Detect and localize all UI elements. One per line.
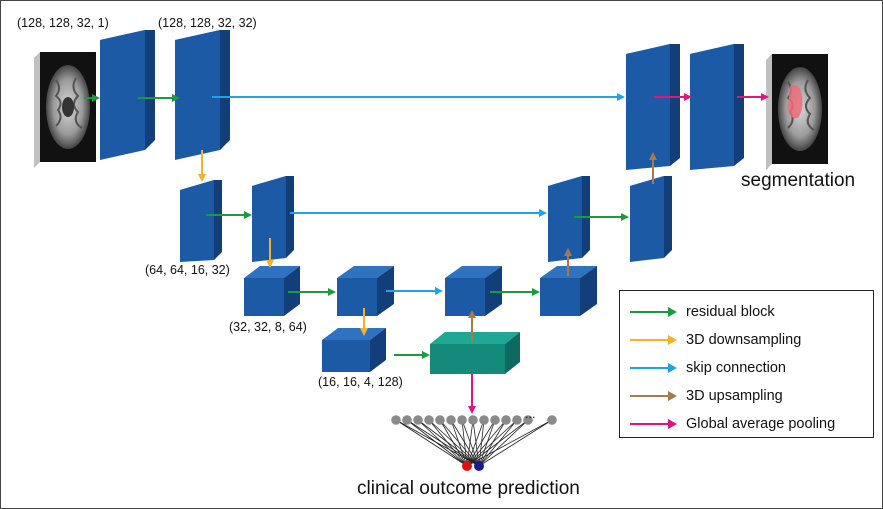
legend-item-upsampling: 3D upsampling xyxy=(620,385,783,407)
feature-node xyxy=(512,415,522,425)
magenta-arrow-icon xyxy=(630,419,677,429)
legend-label: skip connection xyxy=(686,360,786,376)
feature-node xyxy=(446,415,456,425)
connection-line xyxy=(466,419,485,467)
legend-label: Global average pooling xyxy=(686,416,836,432)
connection-line xyxy=(478,419,553,467)
connection-line xyxy=(439,419,468,467)
connection-line xyxy=(466,419,518,467)
skip-connection-arrows xyxy=(212,93,625,295)
connection-line xyxy=(439,419,480,467)
connection-line xyxy=(450,419,480,467)
decoder-block-2a xyxy=(548,176,590,262)
bottleneck-block-a xyxy=(322,328,386,372)
green-arrow-icon xyxy=(630,307,677,317)
connection-line xyxy=(466,419,496,467)
connection-line xyxy=(478,419,529,467)
connection-line xyxy=(428,419,468,467)
connection-line xyxy=(466,419,507,467)
legend-label: residual block xyxy=(686,304,775,320)
feature-node xyxy=(490,415,500,425)
residual-arrows xyxy=(84,94,629,359)
encoder-block-3b xyxy=(337,266,394,316)
node-ellipsis: ... xyxy=(525,407,536,421)
legend-label: 3D upsampling xyxy=(686,388,783,404)
connection-line xyxy=(450,419,468,467)
feature-node xyxy=(523,415,533,425)
segmentation-output-image xyxy=(766,54,828,170)
connection-line xyxy=(461,419,480,467)
decoder-block-3b xyxy=(540,266,597,316)
pooling-arrows xyxy=(468,93,769,414)
decoder-block-1a xyxy=(626,44,680,170)
input-mri-image xyxy=(34,52,96,168)
feature-node xyxy=(435,415,445,425)
feature-node xyxy=(402,415,412,425)
feature-node xyxy=(468,415,478,425)
clinical-outcome-label: clinical outcome prediction xyxy=(357,478,580,499)
legend-item-residual: residual block xyxy=(620,301,775,323)
decoder-block-2b xyxy=(630,176,672,262)
connection-line xyxy=(466,419,529,467)
decoder-block-1b xyxy=(690,44,744,170)
connection-line xyxy=(461,419,468,467)
connection-line xyxy=(406,419,468,467)
connection-line xyxy=(417,419,468,467)
connection-line xyxy=(428,419,480,467)
legend-item-pooling: Global average pooling xyxy=(620,413,835,435)
encoder-block-1a xyxy=(100,30,155,160)
feature-node xyxy=(457,415,467,425)
input-shape-label: (128, 128, 32, 1) xyxy=(17,16,109,30)
yellow-arrow-icon xyxy=(630,335,677,345)
level3-shape-label: (32, 32, 8, 64) xyxy=(229,320,307,334)
connection-line xyxy=(478,419,485,467)
prediction-head xyxy=(391,415,557,471)
encoder-block-1b xyxy=(175,30,230,160)
legend-item-skip: skip connection xyxy=(620,357,786,379)
decoder-block-3a xyxy=(445,266,502,316)
legend-item-downsampling: 3D downsampling xyxy=(620,329,801,351)
feature-node xyxy=(391,415,401,425)
output-node xyxy=(462,461,472,471)
connection-line xyxy=(466,419,474,467)
bottleneck-block-b xyxy=(430,332,520,374)
feature-node xyxy=(479,415,489,425)
upsampling-arrows xyxy=(468,152,657,342)
feature-node xyxy=(501,415,511,425)
brown-arrow-icon xyxy=(630,391,677,401)
level2-shape-label: (64, 64, 16, 32) xyxy=(145,263,230,277)
downsampling-arrows xyxy=(198,150,368,336)
legend: residual block 3D downsampling skip conn… xyxy=(619,290,874,438)
feature-node xyxy=(547,415,557,425)
segmentation-label: segmentation xyxy=(741,170,856,191)
legend-label: 3D downsampling xyxy=(686,332,802,348)
level1-shape-label: (128, 128, 32, 32) xyxy=(158,16,257,30)
feature-node xyxy=(413,415,423,425)
connection-line xyxy=(466,419,553,467)
encoder-block-3a xyxy=(244,266,300,316)
encoder-block-2a xyxy=(180,180,222,262)
feature-node xyxy=(424,415,434,425)
output-node xyxy=(474,461,484,471)
blue-arrow-icon xyxy=(630,363,677,373)
encoder-block-2b xyxy=(252,176,294,262)
connection-line xyxy=(472,419,480,467)
connection-line xyxy=(395,419,468,467)
bottleneck-shape-label: (16, 16, 4, 128) xyxy=(318,375,403,389)
